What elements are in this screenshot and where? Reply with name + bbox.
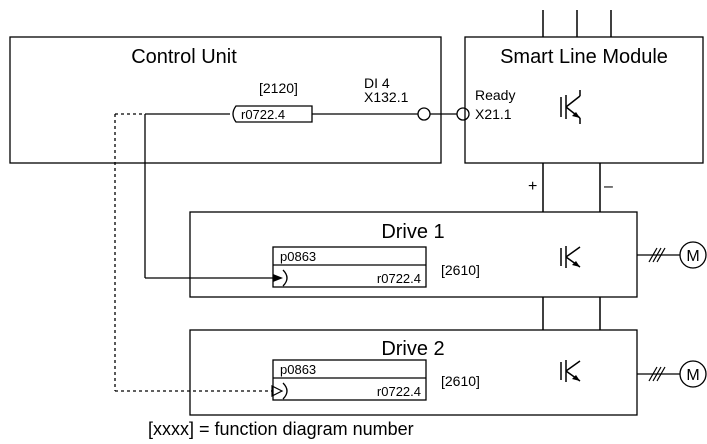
smart-line-module-box — [464, 36, 704, 164]
drive-1-motor-label: M — [686, 248, 699, 265]
control-unit: Control Unit [2120] DI 4 X132.1 r0722.4 — [9, 36, 442, 164]
three-phase-mark — [648, 247, 666, 263]
drive-1: Drive 1 p0863 r0722.4 [2610] M — [189, 211, 707, 298]
dc-minus-label: – — [604, 178, 613, 195]
signal-line-drive-2 — [114, 113, 272, 392]
ready-label: Ready — [475, 87, 515, 103]
dc-link — [542, 163, 601, 330]
function-diagram-ref-2120: [2120] — [259, 80, 298, 96]
di-label: DI 4 — [364, 75, 390, 91]
igbt-icon — [560, 246, 581, 268]
connector-circle-icon — [456, 107, 470, 121]
control-unit-box — [9, 36, 442, 164]
dashed-arrowhead — [271, 385, 284, 397]
dc-plus-label: + — [528, 178, 537, 195]
motor-icon: M — [679, 241, 707, 269]
drive-2-input-bracket — [282, 382, 288, 400]
connector-circle-icon — [417, 107, 431, 121]
drive-2-title: Drive 2 — [381, 338, 444, 360]
igbt-icon — [560, 90, 581, 124]
drive-1-input-param: p0863 — [280, 249, 316, 264]
drive-2-motor-label: M — [686, 367, 699, 384]
motor-icon: M — [679, 360, 707, 388]
drive-2-param-block — [272, 359, 427, 401]
drive-2-input-param: p0863 — [280, 362, 316, 377]
cu-terminal-label: X132.1 — [364, 89, 409, 105]
smart-line-module: Smart Line Module Ready X21.1 — [456, 36, 704, 164]
three-phase-mark — [648, 366, 666, 382]
drive-2-box — [189, 329, 638, 416]
drive-2: Drive 2 p0863 r0722.4 [2610] M — [189, 329, 707, 416]
drive-1-source-param: r0722.4 — [377, 271, 421, 286]
signal-source-box — [232, 105, 313, 123]
drive-2-function-diagram-ref: [2610] — [441, 373, 480, 389]
drive-1-param-block — [272, 246, 427, 288]
slm-terminal-label: X21.1 — [475, 106, 512, 122]
control-unit-title: Control Unit — [131, 46, 237, 68]
power-feed-lines — [542, 10, 612, 37]
igbt-icon — [560, 360, 581, 382]
drive-1-function-diagram-ref: [2610] — [441, 262, 480, 278]
drive-1-input-bracket — [282, 269, 288, 287]
cu-signal-param: r0722.4 — [241, 107, 285, 122]
legend: [xxxx] = function diagram number — [148, 419, 414, 439]
drive-1-title: Drive 1 — [381, 221, 444, 243]
signal-line-drive-1 — [144, 113, 283, 282]
smart-line-module-title: Smart Line Module — [500, 46, 668, 68]
drive-2-source-param: r0722.4 — [377, 384, 421, 399]
